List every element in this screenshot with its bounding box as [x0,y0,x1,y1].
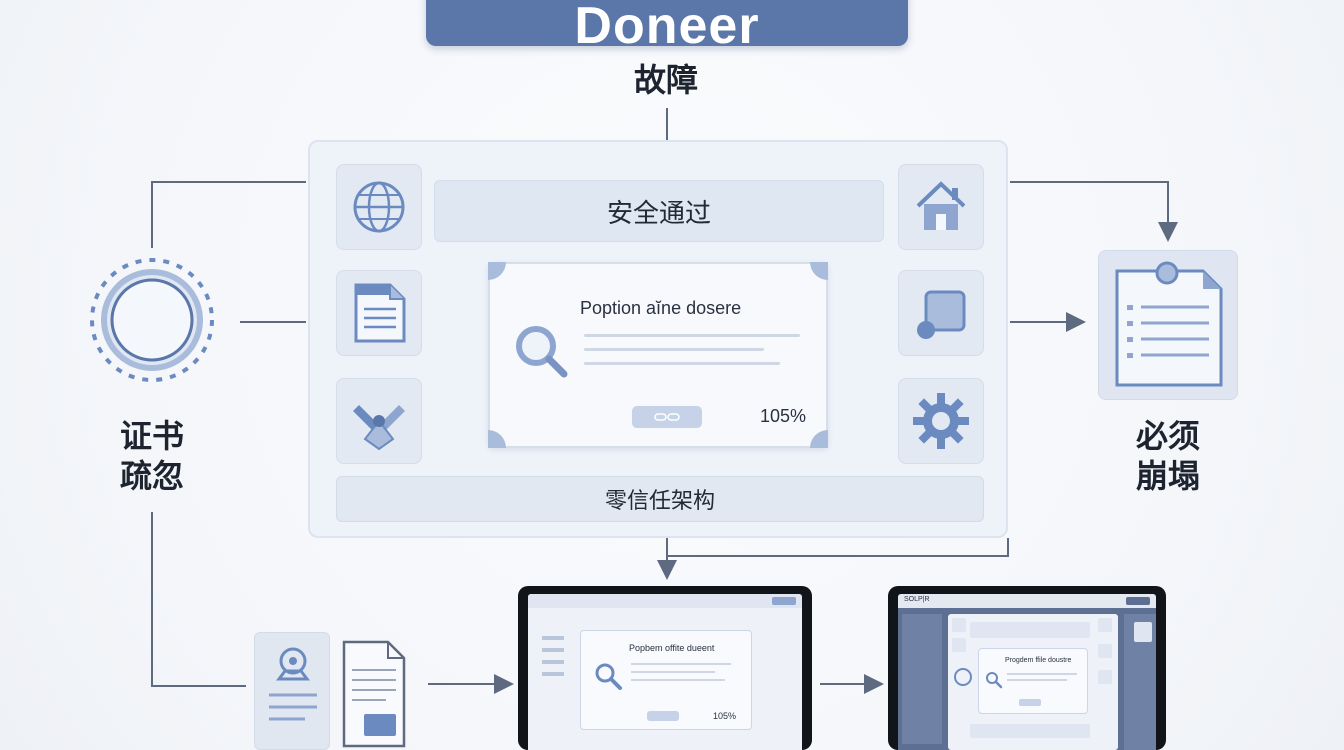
laptop-2-tile [952,618,966,632]
tile-globe[interactable] [336,164,422,250]
laptop-2-dialog-button[interactable] [1019,699,1041,706]
laptop-2-dialog-line [1007,673,1077,675]
laptop-2-dialog-title: Progdem ffile doustre [1005,657,1072,664]
laptop-2-titlebar [970,622,1090,638]
line-right-top [1010,181,1178,242]
document-icon [354,283,406,343]
laptop-1-topbar [528,594,802,608]
tile-document[interactable] [336,270,422,356]
laptop-1-menu-line [542,660,564,664]
ring-icon [90,258,214,382]
tile-home[interactable] [898,164,984,250]
line-left-bottom [151,512,246,687]
banner-title: Doneer [574,0,760,46]
laptop-2-sidebar [902,614,942,744]
laptop-2-tile [1098,644,1112,658]
dialog-corner [488,262,506,280]
link-icon [654,413,680,421]
badge-document-icon [269,647,317,721]
file-icon [342,640,406,748]
dialog-corner [488,430,506,448]
laptop-2-topbar [898,594,1156,608]
dialog-line [584,348,764,351]
laptop-1-window-controls[interactable] [772,597,796,605]
main-panel: 安全通过 Poption aĭne dosere 105% 零信任架构 [308,140,1008,538]
label-left-line2: 疏忽 [119,457,184,495]
laptop-2-dialog: Progdem ffile doustre [978,648,1088,714]
dialog-corner [810,430,828,448]
dialog-percent: 105% [760,406,807,426]
laptop-2-content: Progdem ffile doustre [948,614,1118,750]
label-left-line1: 证书 [119,417,184,455]
laptop-2-tile [1098,618,1112,632]
label-right-line1: 必须 [1135,417,1200,455]
tile-tools[interactable] [336,378,422,464]
laptop-2-tile [1098,670,1112,684]
laptop-1-menu-line [542,648,564,652]
label-top: 故障 [634,61,699,99]
label-right-line2: 崩塌 [1135,457,1200,495]
gear-icon [913,393,969,449]
globe-icon [353,181,405,233]
home-icon [916,181,966,230]
laptop-1-menu-line [542,636,564,640]
laptop-1-dialog: Popbem offite dueent 105% [580,630,752,730]
dialog-title: Poption aĭne dosere [580,298,742,318]
dialog-line [584,334,800,337]
laptop-1-display: Popbem offite dueent 105% [528,594,802,750]
clipboard-icon [1115,261,1223,387]
label-right: 必须 崩塌 [1112,416,1224,496]
dialog-line [584,362,780,365]
laptop-2-dialog-line [1007,679,1067,681]
laptop-1-dialog-line [631,663,731,665]
laptop-2-window-controls[interactable] [1126,597,1150,605]
tile-gear[interactable] [898,378,984,464]
magnifier-icon [986,672,1003,689]
magnifier-icon [516,326,568,378]
laptop-screen-1: Popbem offite dueent 105% [518,586,812,750]
ring-icon [954,668,972,686]
dialog-corner [810,262,828,280]
laptop-1-dialog-line [631,671,715,673]
laptop-2-tile [952,638,966,652]
title-banner: Doneer [426,0,908,46]
line-left-top [151,181,306,248]
laptop-2-display: SOLP|R Progdem ffile doustre [898,594,1156,750]
laptop-2-right-panel [1124,614,1156,750]
shapes-icon [917,290,966,339]
laptop-1-dialog-percent: 105% [713,711,737,721]
center-dialog: Poption aĭne dosere 105% [488,262,828,448]
clipboard-card [1098,250,1238,400]
laptop-1-menu-line [542,672,564,676]
dialog-button[interactable] [632,406,702,428]
panel-footer-bar: 零信任架构 [336,476,984,522]
laptop-2-clipboard [1134,622,1152,642]
tools-icon [353,405,405,451]
tile-shapes[interactable] [898,270,984,356]
magnifier-icon [595,663,622,690]
laptop-screen-2: SOLP|R Progdem ffile doustre [888,586,1166,750]
laptop-2-footerbar [970,724,1090,738]
laptop-1-dialog-line [631,679,725,681]
laptop-1-dialog-button[interactable] [647,711,679,721]
panel-title-bar: 安全通过 [434,180,884,242]
laptop-1-dialog-title: Popbem offite dueent [629,643,715,653]
laptop-2-top-text: SOLP|R [904,596,930,603]
line-down-branch [667,538,1009,557]
badge-document-card [254,632,330,750]
label-left: 证书 疏忽 [96,416,208,496]
